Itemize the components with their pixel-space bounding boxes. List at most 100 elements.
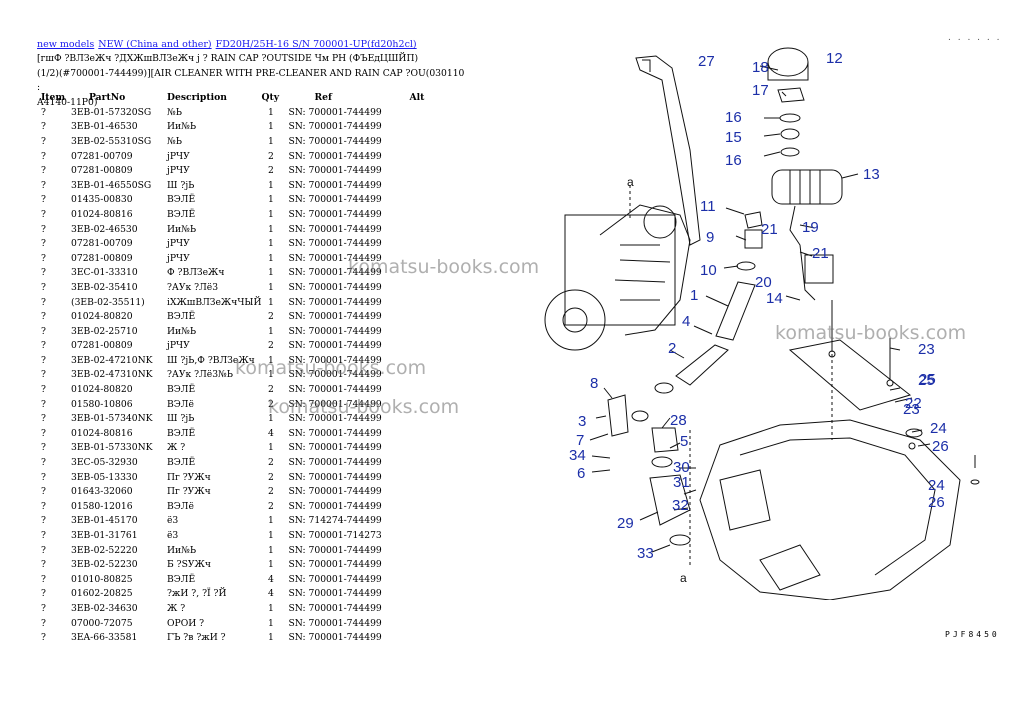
cell-alt — [409, 324, 429, 339]
callout-27: 31 — [673, 474, 690, 491]
cell-alt — [409, 426, 429, 441]
cell-ref: SN: 700001-744499 — [288, 267, 382, 279]
cell-alt — [409, 163, 429, 178]
cell-partno: 3EA-66-33581 — [71, 632, 138, 644]
cell-item: ? — [41, 530, 46, 542]
cell-alt — [409, 382, 429, 397]
cell-qty: 1 — [268, 106, 274, 118]
cell-alt — [409, 207, 429, 222]
cell-description: Ш ?јЬ — [167, 413, 195, 425]
callout-15: 14 — [766, 290, 783, 307]
cell-description: јРЧУ — [167, 165, 190, 177]
cell-description: ?жИ ?, ?Ї ?Й — [167, 588, 227, 600]
cell-description: Пг ?УЖч — [167, 471, 211, 483]
breadcrumb-link-new-models[interactable]: new models — [37, 39, 95, 50]
counterweight-body-shape — [699, 419, 961, 600]
cell-item: ? — [41, 515, 46, 527]
cell-item: ? — [41, 471, 46, 483]
page-title: [гшФ ?ВЛЗеЖч ?ДХЖшВЛЗеЖч ј ? RAIN CAP ?O… — [37, 52, 467, 110]
cell-qty: 1 — [268, 602, 274, 614]
cell-qty: 1 — [268, 179, 274, 191]
cell-alt — [409, 543, 429, 558]
cell-alt — [409, 601, 429, 616]
cell-alt — [409, 339, 429, 354]
cell-alt — [409, 484, 429, 499]
cell-ref: SN: 700001-744499 — [288, 544, 382, 556]
cell-ref: SN: 700001-744499 — [288, 121, 382, 133]
cell-item: ? — [41, 573, 46, 585]
cell-alt — [409, 236, 429, 251]
callout-29: 29 — [617, 515, 634, 532]
cell-description: Ж ? — [167, 442, 186, 454]
cell-qty: 2 — [268, 165, 274, 177]
cell-partno: 3EB-02-52220 — [71, 544, 138, 556]
cell-description: Ш ?јЬ,Ф ?ВЛЗеЖч — [167, 354, 255, 366]
cell-item: ? — [41, 442, 46, 454]
cell-partno: 01024-80820 — [71, 311, 133, 323]
cell-ref: SN: 700001-744499 — [288, 486, 382, 498]
watermark-4: komatsu-books.com — [268, 396, 460, 418]
cell-partno: 3EB-02-55310SG — [71, 135, 152, 147]
callout-22: 5 — [680, 433, 688, 450]
cell-item: ? — [41, 354, 46, 366]
page-dots: . . . . . . — [948, 33, 1002, 43]
cell-description: №Ь — [167, 106, 182, 118]
cell-partno: 01435-00830 — [71, 194, 133, 206]
header-item: Item — [41, 92, 66, 103]
cell-qty: 1 — [268, 369, 274, 381]
cell-ref: SN: 700001-744499 — [288, 238, 382, 250]
table-header-row: Item PartNo Description Qty Ref Alt — [37, 90, 429, 105]
cell-description: ВЭЛё — [167, 500, 194, 512]
cell-item: ? — [41, 150, 46, 162]
cell-partno: 3EB-02-35410 — [71, 281, 138, 293]
cell-item: ? — [41, 340, 46, 352]
cell-qty: 1 — [268, 442, 274, 454]
cell-ref: SN: 700001-744499 — [288, 427, 382, 439]
callout-25: 6 — [577, 465, 585, 482]
frame-arm-shape — [635, 55, 701, 246]
cell-ref: SN: 700001-744499 — [288, 602, 382, 614]
title-line-3: A4140-11P0) — [37, 96, 98, 108]
callout-a-bottom: a — [680, 571, 687, 585]
cell-item: ? — [41, 398, 46, 410]
cell-partno: 3EB-01-57340NK — [71, 413, 153, 425]
cell-description: ВЭЛЁ — [167, 457, 196, 469]
cell-ref: SN: 700001-744499 — [288, 311, 382, 323]
cell-item: ? — [41, 208, 46, 220]
callout-13: 10 — [700, 262, 717, 279]
cell-item: ? — [41, 281, 46, 293]
cell-partno: 3EB-01-46550SG — [71, 179, 152, 191]
cell-description: јРЧУ — [167, 238, 190, 250]
cell-qty: 1 — [268, 530, 274, 542]
callout-31: 23 — [918, 341, 935, 358]
callout-19: 8 — [590, 375, 598, 392]
cell-alt — [409, 455, 429, 470]
cell-ref: SN: 700001-744499 — [288, 559, 382, 571]
cell-qty: 2 — [268, 311, 274, 323]
cell-qty: 2 — [268, 340, 274, 352]
cell-description: ВЭЛЁ — [167, 427, 196, 439]
cell-partno: 3EB-02-46530 — [71, 223, 138, 235]
cell-alt — [409, 630, 429, 645]
cell-description: ё3 — [167, 515, 179, 527]
cell-ref: SN: 700001-744499 — [288, 252, 382, 264]
cell-ref: SN: 700001-744499 — [288, 325, 382, 337]
cell-partno: 3EB-01-31761 — [71, 530, 138, 542]
breadcrumb-link-new-china[interactable]: NEW (China and other) — [98, 39, 212, 50]
mounting-plate-shape — [788, 339, 912, 411]
cell-item: ? — [41, 384, 46, 396]
breadcrumb-link-model[interactable]: FD20H/25H-16 S/N 700001-UP(fd20h2cl) — [215, 39, 417, 50]
cell-alt — [409, 572, 429, 587]
header-qty: Qty — [261, 92, 280, 103]
cell-description: ё3 — [167, 530, 179, 542]
